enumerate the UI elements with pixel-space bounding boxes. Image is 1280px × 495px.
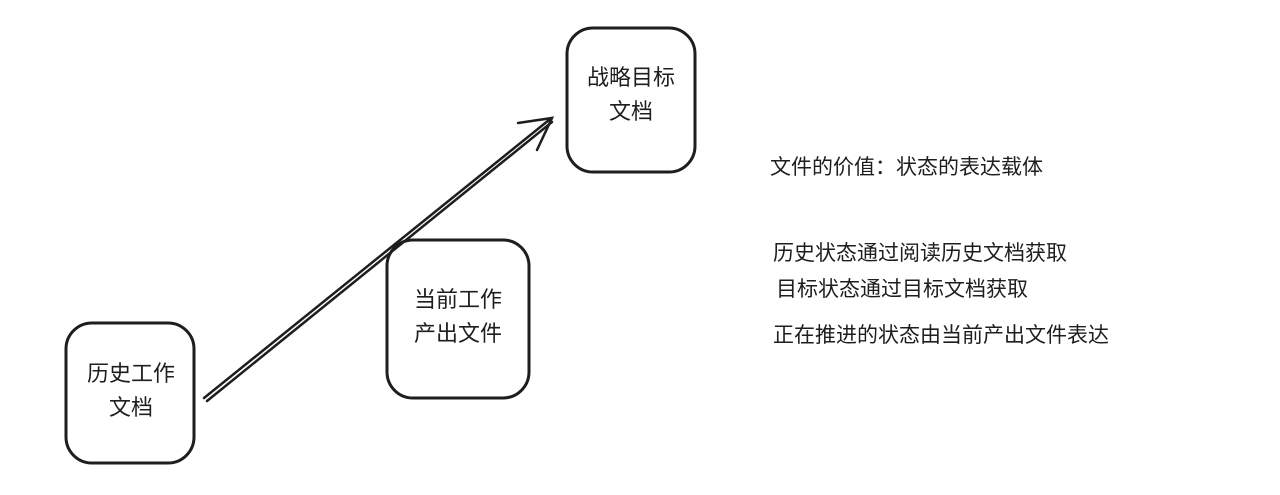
label-line: 历史工作 [86,362,175,387]
current-box[interactable] [385,238,531,400]
value-note: 文件的价值：状态的表达载体 [770,155,1043,179]
target-box-label: 战略目标 文档 [567,62,695,130]
history-box[interactable] [64,321,196,465]
label-line: 文档 [108,396,153,421]
note-line-2: 目标状态通过目标文档获取 [776,277,1028,301]
label-line: 产出文件 [413,322,502,347]
current-box-label: 当前工作 产出文件 [387,284,529,352]
history-box-label: 历史工作 文档 [66,358,196,426]
arrow[interactable] [202,116,555,403]
label-line: 当前工作 [413,288,502,313]
label-line: 战略目标 [586,66,675,91]
label-line: 文档 [608,100,653,125]
note-line-1: 历史状态通过阅读历史文档获取 [773,241,1067,265]
note-line-3: 正在推进的状态由当前产出文件表达 [773,323,1109,347]
target-box[interactable] [565,26,697,174]
